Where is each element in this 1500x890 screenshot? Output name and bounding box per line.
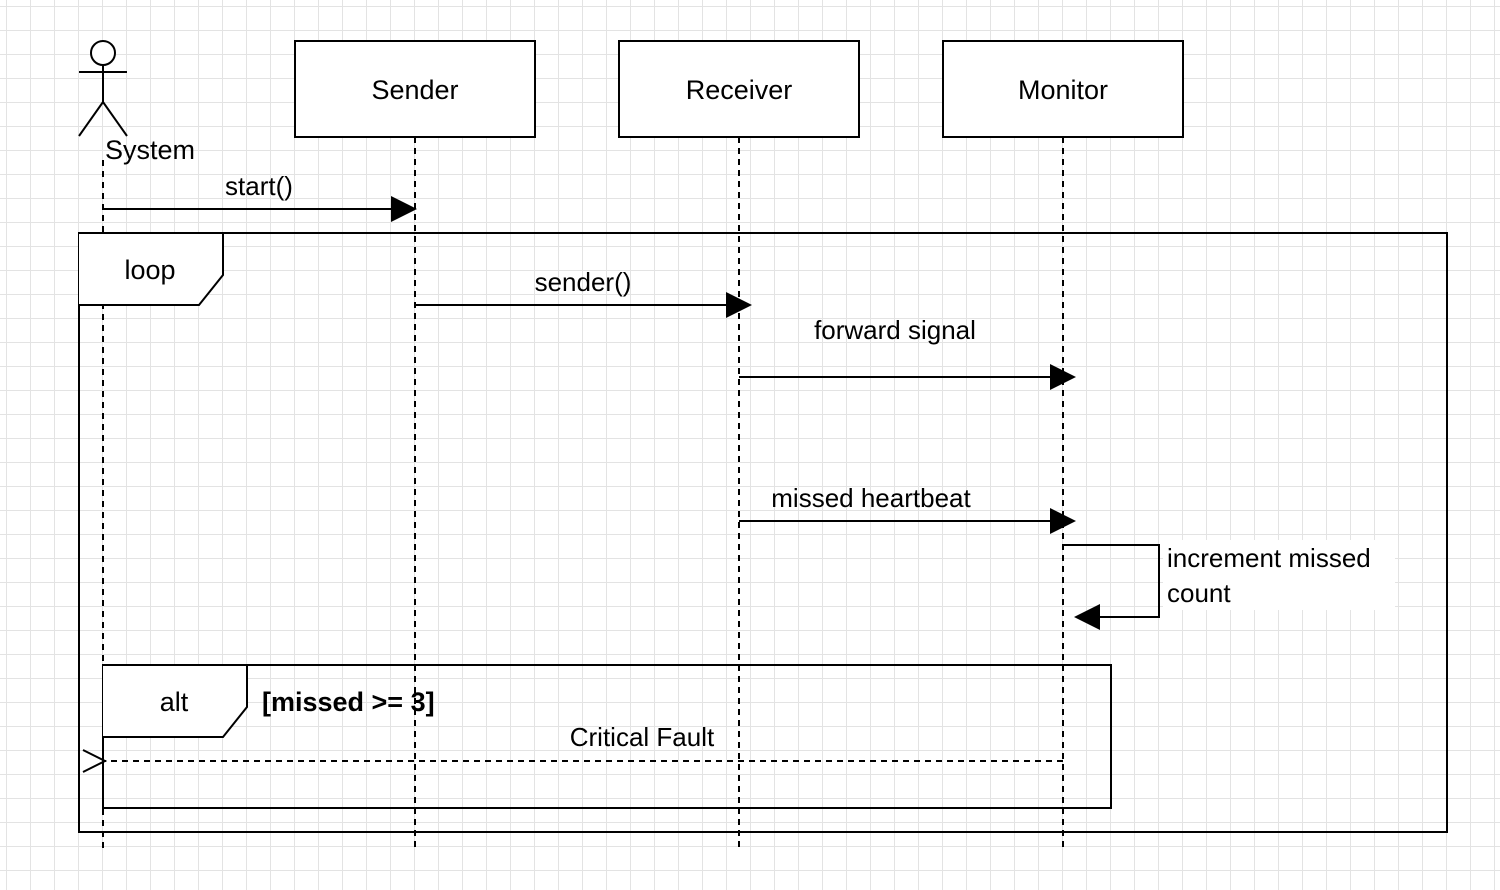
message-sender[interactable]: sender() — [415, 267, 752, 318]
message-start[interactable]: start() — [103, 171, 417, 222]
participant-sender[interactable]: Sender — [294, 40, 536, 138]
message-critical-fault[interactable]: Critical Fault — [105, 722, 1063, 761]
message-label: Critical Fault — [570, 722, 715, 752]
participant-label: Sender — [371, 75, 458, 105]
alt-fragment[interactable]: alt [missed >= 3] — [102, 664, 1112, 809]
alt-label: alt — [160, 687, 189, 717]
message-label: forward signal — [814, 315, 976, 345]
participant-monitor[interactable]: Monitor — [942, 40, 1184, 138]
message-label: missed heartbeat — [771, 483, 971, 513]
participant-label: Monitor — [1018, 75, 1108, 105]
alt-guard: [missed >= 3] — [262, 687, 435, 717]
stick-figure-icon — [78, 40, 128, 137]
actor-system[interactable]: System — [78, 40, 195, 165]
message-label: start() — [225, 171, 293, 201]
message-forward-signal[interactable]: forward signal — [739, 315, 1076, 390]
message-missed-heartbeat[interactable]: missed heartbeat — [739, 483, 1076, 534]
message-label: sender() — [535, 267, 632, 297]
message-increment-missed-count[interactable]: increment missed count — [1063, 540, 1395, 630]
loop-fragment[interactable]: loop — [78, 232, 1448, 833]
message-label: count — [1167, 578, 1231, 608]
actor-label: System — [105, 135, 195, 165]
loop-label: loop — [124, 255, 175, 285]
participant-receiver[interactable]: Receiver — [618, 40, 860, 138]
participant-label: Receiver — [686, 75, 793, 105]
message-label: increment missed — [1167, 543, 1371, 573]
